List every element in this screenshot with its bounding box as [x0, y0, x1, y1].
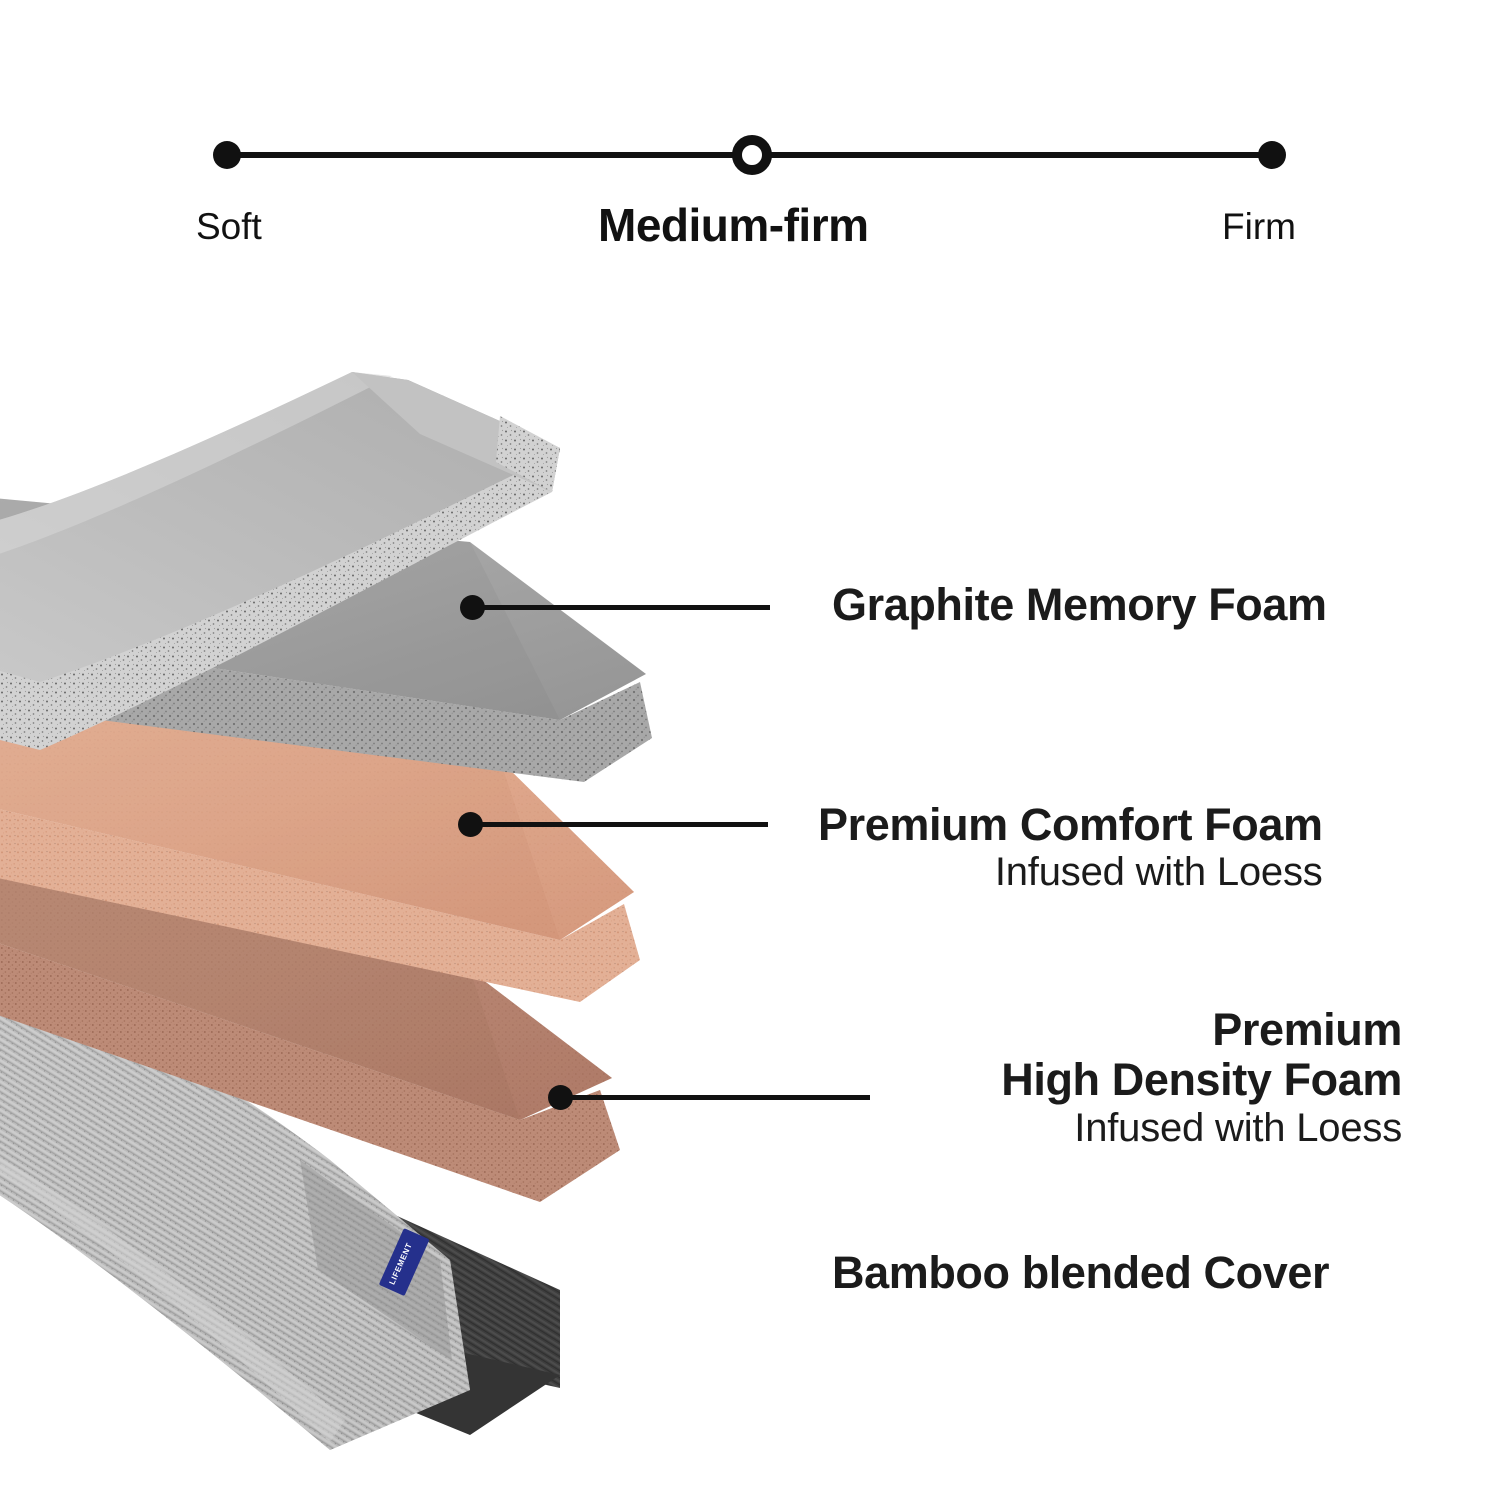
callout-bamboo-blended-cover: Bamboo blended Cover [832, 1247, 1330, 1298]
callout-graphite-memory-foam: Graphite Memory Foam [832, 579, 1327, 630]
leader-line-comfort [470, 822, 768, 827]
callout-title-line2: High Density Foam [1001, 1054, 1402, 1106]
firmness-scale: Soft Medium-firm Firm [0, 0, 1500, 290]
mattress-layers-illustration: LIFEMENT [0, 330, 720, 1500]
firmness-endpoint-soft[interactable] [213, 141, 241, 169]
leader-line-graphite [472, 605, 770, 610]
leader-line-density [560, 1095, 870, 1100]
layer-shape-comfort [0, 667, 640, 1002]
firmness-label-soft: Soft [196, 206, 262, 247]
callout-title-line1: Premium [1212, 1004, 1402, 1055]
firmness-endpoint-firm[interactable] [1258, 141, 1286, 169]
layer-shape-graphite-top [0, 372, 560, 750]
callout-premium-comfort-foam: Premium Comfort Foam Infused with Loess [818, 799, 1323, 895]
callout-subtitle: Infused with Loess [994, 850, 1323, 895]
firmness-selected-marker[interactable] [732, 135, 772, 175]
callout-title: Graphite Memory Foam [832, 579, 1327, 630]
callout-title: Premium Comfort Foam [818, 799, 1323, 850]
layer-shape-bamboo [0, 980, 560, 1450]
callout-premium-high-density-foam: Premium High Density Foam Infused with L… [1001, 1004, 1402, 1151]
callout-title: Bamboo blended Cover [832, 1247, 1330, 1298]
firmness-label-selected: Medium-firm [598, 199, 869, 251]
firmness-label-firm: Firm [1222, 206, 1296, 247]
callout-subtitle: Infused with Loess [1074, 1105, 1402, 1150]
